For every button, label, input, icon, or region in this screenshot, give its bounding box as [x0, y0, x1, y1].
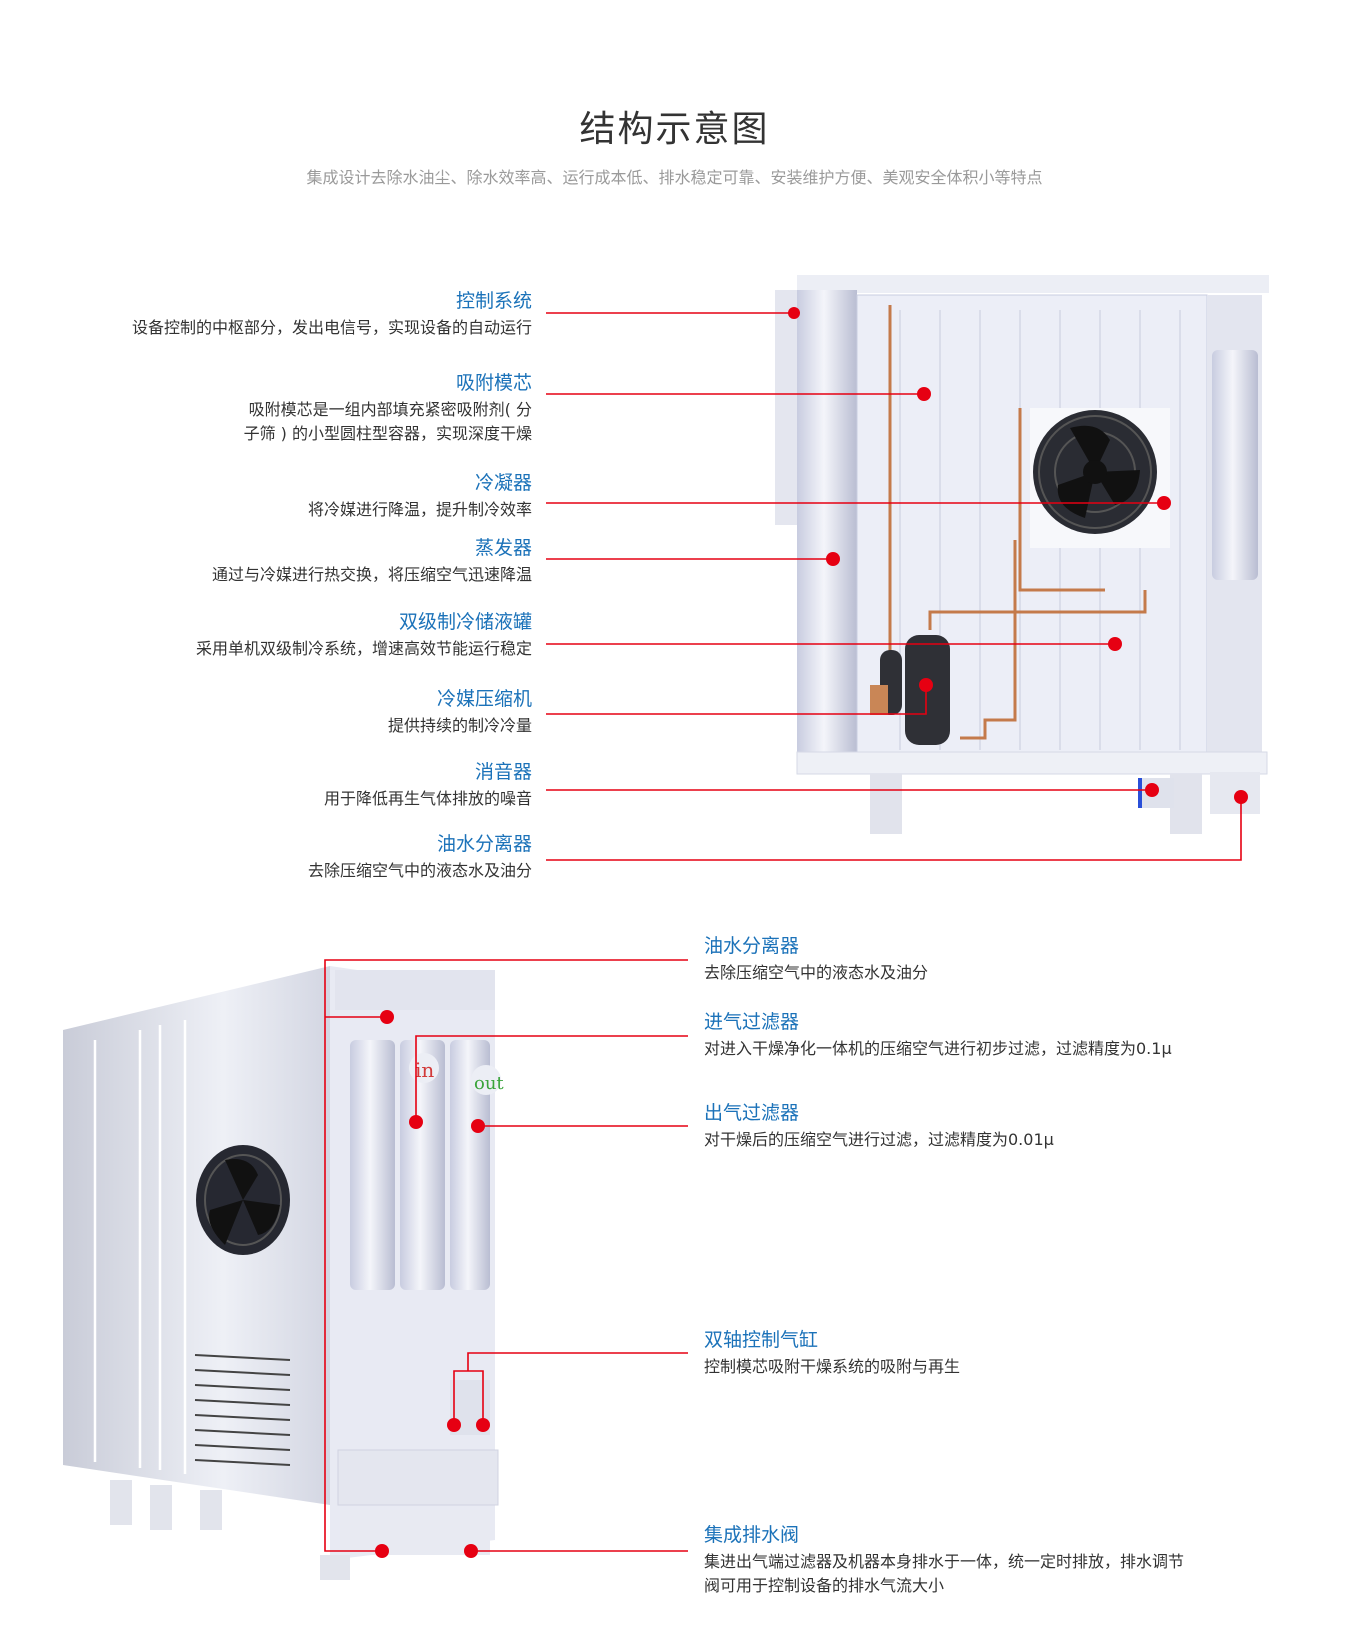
- leg-right: [1170, 774, 1202, 834]
- callout-dot: [471, 1119, 485, 1133]
- callout-dot: [788, 307, 800, 319]
- callout-condenser: 冷凝器 将冷媒进行降温，提升制冷效率: [308, 471, 532, 522]
- callout-dot: [826, 552, 840, 566]
- outlet-filter-body: [450, 1040, 490, 1290]
- callout-title: 双轴控制气缸: [704, 1329, 819, 1351]
- callout-title: 双级制冷储液罐: [398, 611, 532, 633]
- outlet-label: out: [474, 1073, 504, 1094]
- callout-muffler: 消音器 用于降低再生气体排放的噪音: [324, 760, 532, 811]
- callout-desc: 控制模芯吸附干燥系统的吸附与再生: [704, 1357, 961, 1376]
- callout-title: 冷媒压缩机: [436, 688, 532, 710]
- top-frame: [797, 275, 1269, 293]
- top-manifold: [335, 970, 495, 1010]
- callout-adsorption-core: 吸附模芯 吸附模芯是一组内部填充紧密吸附剂( 分 子筛 ) 的小型圆柱型容器，实…: [244, 371, 532, 446]
- drain-block: [1210, 772, 1260, 814]
- base-frame: [796, 751, 1268, 775]
- callout-dot: [919, 678, 933, 692]
- callout-drain-valve: 集成排水阀 集进出气端过滤器及机器本身排水于一体，统一定时排放，排水调节 阀可用…: [704, 1523, 1184, 1598]
- callout-dot: [1157, 496, 1171, 510]
- callout-title: 蒸发器: [474, 537, 532, 559]
- callout-desc: 吸附模芯是一组内部填充紧密吸附剂( 分: [248, 400, 532, 419]
- coil: [870, 685, 888, 715]
- callout-desc: 对干燥后的压缩空气进行过滤，过滤精度为0.01μ: [704, 1130, 1054, 1149]
- bottom-machine-illustration: in out: [63, 966, 504, 1580]
- inlet-filter-body: [400, 1040, 445, 1290]
- callout-dot: [447, 1418, 461, 1432]
- callout-desc: 将冷媒进行降温，提升制冷效率: [307, 500, 532, 519]
- leader-dual-axis-cylinder: [467, 1352, 688, 1371]
- callout-inlet-filter: 进气过滤器 对进入干燥净化一体机的压缩空气进行初步过滤，过滤精度为0.1μ: [704, 1010, 1172, 1061]
- base-housing: [337, 1449, 499, 1506]
- inlet-label: in: [415, 1058, 434, 1082]
- callout-dual-axis-cylinder: 双轴控制气缸 控制模芯吸附干燥系统的吸附与再生: [704, 1328, 960, 1379]
- callout-desc: 提供持续的制冷冷量: [387, 716, 532, 735]
- callout-control-system: 控制系统 设备控制的中枢部分，发出电信号，实现设备的自动运行: [132, 289, 532, 340]
- callout-title: 消音器: [474, 761, 532, 783]
- top-machine-illustration: [775, 275, 1269, 834]
- callout-desc: 子筛 ) 的小型圆柱型容器，实现深度干燥: [243, 424, 532, 443]
- callout-dot: [375, 1544, 389, 1558]
- copper-piping: [888, 305, 1147, 740]
- callout-desc: 阀可用于控制设备的排水气流大小: [704, 1576, 945, 1595]
- adsorption-column: [797, 290, 857, 760]
- callout-title: 油水分离器: [436, 833, 532, 855]
- callout-desc: 去除压缩空气中的液态水及油分: [704, 963, 929, 982]
- callout-title: 出气过滤器: [704, 1102, 800, 1124]
- leg-left: [870, 774, 902, 834]
- leader-oil-water-separator-2: [324, 959, 688, 1552]
- page-subtitle: 集成设计去除水油尘、除水效率高、运行成本低、排水稳定可靠、安装维护方便、美观安全…: [306, 168, 1043, 187]
- callout-title: 冷凝器: [474, 472, 532, 494]
- callout-title: 控制系统: [455, 290, 532, 312]
- callout-dot: [476, 1418, 490, 1432]
- leader-dual-axis-cylinder-split: [453, 1370, 484, 1425]
- ventilation-grille: [194, 1354, 291, 1466]
- callout-desc: 去除压缩空气中的液态水及油分: [307, 861, 532, 880]
- machine-side-panel: [63, 966, 330, 1505]
- callout-dot: [464, 1544, 478, 1558]
- callout-title: 集成排水阀: [704, 1524, 800, 1546]
- callout-dot: [409, 1115, 423, 1129]
- callout-dot: [1145, 783, 1159, 797]
- callout-outlet-filter: 出气过滤器 对干燥后的压缩空气进行过滤，过滤精度为0.01μ: [704, 1101, 1054, 1152]
- oil-water-separator-housing: [1212, 350, 1258, 580]
- callout-compressor: 冷媒压缩机 提供持续的制冷冷量: [388, 687, 532, 738]
- callout-desc: 对进入干燥净化一体机的压缩空气进行初步过滤，过滤精度为0.1μ: [704, 1039, 1172, 1058]
- callout-dot: [917, 387, 931, 401]
- page-title: 结构示意图: [579, 109, 770, 150]
- callout-desc: 通过与冷媒进行热交换，将压缩空气迅速降温: [211, 565, 532, 584]
- callout-title: 吸附模芯: [455, 372, 532, 394]
- callout-dot: [1108, 637, 1122, 651]
- callout-dot: [380, 1010, 394, 1024]
- callout-desc: 设备控制的中枢部分，发出电信号，实现设备的自动运行: [131, 318, 532, 337]
- adsorption-column-left: [350, 1040, 395, 1290]
- callout-title: 油水分离器: [704, 935, 800, 957]
- leader-compressor: [546, 685, 927, 715]
- callout-oil-water-separator-2: 油水分离器 去除压缩空气中的液态水及油分: [704, 934, 928, 985]
- leader-oil-water-separator: [546, 797, 1242, 861]
- callout-desc: 采用单机双级制冷系统，增速高效节能运行稳定: [195, 639, 532, 658]
- callout-title: 进气过滤器: [704, 1011, 800, 1033]
- callout-receiver-tank: 双级制冷储液罐 采用单机双级制冷系统，增速高效节能运行稳定: [196, 610, 532, 661]
- callout-desc: 集进出气端过滤器及机器本身排水于一体，统一定时排放，排水调节: [704, 1552, 1185, 1571]
- callout-desc: 用于降低再生气体排放的噪音: [323, 789, 532, 808]
- condenser-fan-icon: [1033, 410, 1157, 534]
- outlet-port: [471, 1065, 501, 1095]
- callout-evaporator: 蒸发器 通过与冷媒进行热交换，将压缩空气迅速降温: [212, 536, 532, 587]
- callout-oil-water-separator: 油水分离器 去除压缩空气中的液态水及油分: [308, 832, 532, 883]
- callout-dot: [1234, 790, 1248, 804]
- leader-inlet-filter: [415, 1035, 688, 1122]
- side-fan-icon: [196, 1145, 290, 1255]
